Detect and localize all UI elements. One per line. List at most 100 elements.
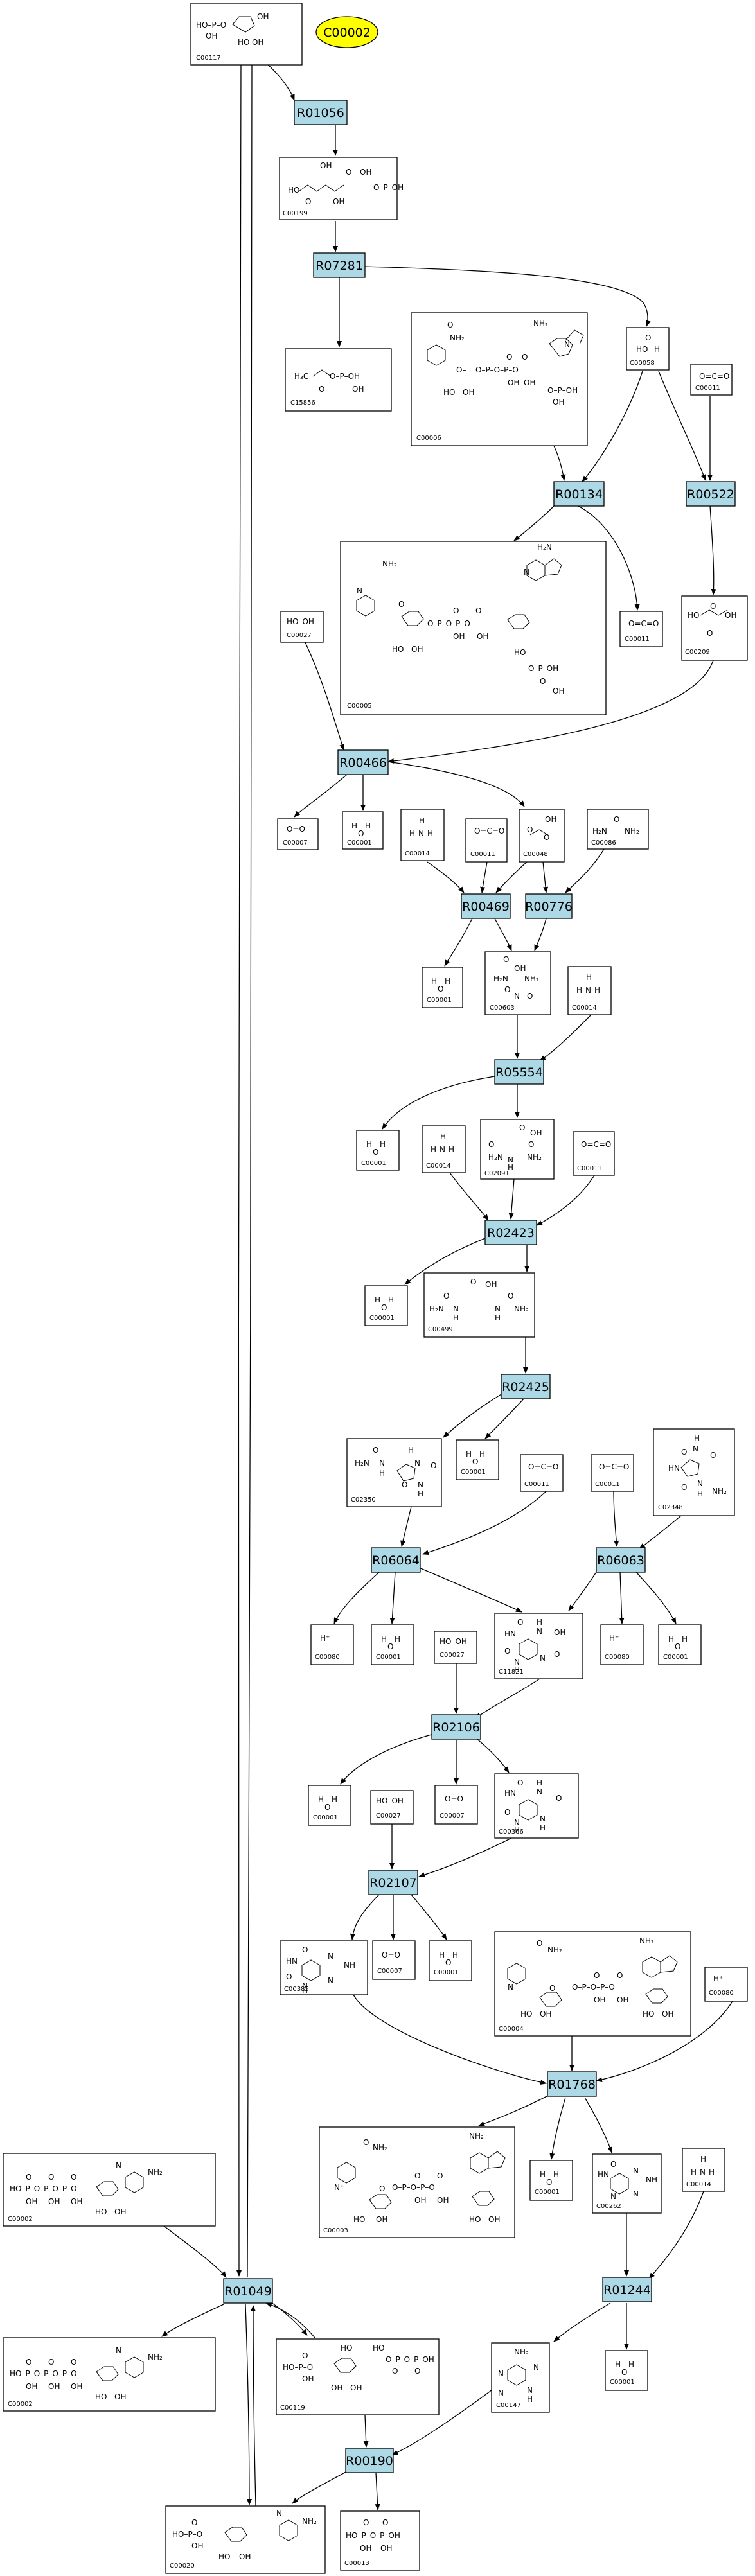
compound-c00027-c[interactable]: HO–OH C00027 <box>370 1790 414 1825</box>
reaction-r01056[interactable]: R01056 <box>294 100 348 125</box>
compound-c00001-c[interactable]: HOH C00001 <box>356 1130 400 1171</box>
svg-text:O: O <box>302 1945 308 1954</box>
compound-c00080-b[interactable]: H⁺ C00080 <box>600 1624 644 1665</box>
svg-text:NH₂: NH₂ <box>514 1304 529 1313</box>
compound-c00603[interactable]: O OH H₂N NH₂ O N O C00603 <box>484 951 551 1015</box>
compound-c00020[interactable]: N NH₂ HO–P–O O OH HO OH C00020 <box>165 2505 326 2574</box>
reaction-r00466[interactable]: R00466 <box>337 749 389 775</box>
svg-text:C00011: C00011 <box>577 1165 602 1172</box>
compound-c00001-h[interactable]: HOH C00001 <box>308 1785 351 1826</box>
svg-text:O: O <box>504 1808 510 1817</box>
compound-c00007-b[interactable]: O=O C00007 <box>434 1785 478 1825</box>
compound-c00001-j[interactable]: HOH C00001 <box>529 2160 573 2201</box>
svg-text:N: N <box>564 340 570 349</box>
svg-text:OH: OH <box>488 2215 500 2224</box>
reaction-r06064[interactable]: R06064 <box>371 1547 421 1573</box>
compound-c00058[interactable]: O HO H C00058 <box>626 327 670 371</box>
compound-c02348[interactable]: H O N O HN O N NH₂ H C02348 <box>653 1428 735 1516</box>
svg-text:O: O <box>554 1650 560 1659</box>
compound-c02091[interactable]: O OH O O H₂N N NH₂ H C02091 <box>480 1119 555 1180</box>
edge <box>427 861 465 893</box>
reaction-r00134[interactable]: R00134 <box>553 481 605 507</box>
svg-text:HO: HO <box>643 2010 654 2019</box>
compound-c00080-c[interactable]: H⁺ C00080 <box>704 1967 748 2002</box>
reaction-r01244[interactable]: R01244 <box>602 2277 652 2302</box>
compound-c00004[interactable]: NH₂ O NH₂ N O O–P–O–P–O O O OH OH HO OH … <box>494 1931 691 2037</box>
reaction-r00190[interactable]: R00190 <box>345 2448 394 2473</box>
reaction-r00776[interactable]: R00776 <box>525 893 573 919</box>
reaction-r06063[interactable]: R06063 <box>596 1547 646 1573</box>
compound-c00013[interactable]: O O HO–P–O–P–OH OH OH C00013 <box>340 2510 420 2571</box>
reaction-r01768[interactable]: R01768 <box>547 2071 597 2097</box>
reaction-r07281[interactable]: R07281 <box>313 252 366 278</box>
compound-c00027-b[interactable]: HO–OH C00027 <box>434 1631 477 1664</box>
compound-c00001-g[interactable]: HOH C00001 <box>658 1624 702 1665</box>
compound-c00001-b[interactable]: HOH C00001 <box>422 967 463 1008</box>
reaction-r02106[interactable]: R02106 <box>431 1714 481 1740</box>
svg-text:O: O <box>363 2138 369 2147</box>
compound-c00011-e[interactable]: O=C=O C00011 <box>591 1454 634 1492</box>
svg-text:C00011: C00011 <box>524 1481 549 1488</box>
compound-c00199[interactable]: HO OH O OH –O–P–OH O OH C00199 <box>279 157 404 220</box>
compound-c00385[interactable]: O HN N NH O N N H C00385 <box>280 1940 368 1995</box>
edge <box>508 1178 515 1220</box>
compound-c00002-top[interactable]: N NH₂ HO–P–O–P–O–P–O O O O OH OH OH HO O… <box>3 2153 216 2227</box>
reaction-r02107[interactable]: R02107 <box>368 1870 418 1895</box>
reaction-r00469[interactable]: R00469 <box>461 893 511 919</box>
svg-text:NH₂: NH₂ <box>524 974 539 983</box>
compound-c00011-mid[interactable]: O=C=O C00011 <box>619 611 663 647</box>
compound-c00001-f[interactable]: HOH C00001 <box>371 1624 414 1665</box>
compound-c00499[interactable]: O OH O O H₂N N N NH₂ H H C00499 <box>423 1272 535 1338</box>
compound-c00011-top[interactable]: O=C=O C00011 <box>690 364 733 396</box>
edge <box>375 2472 380 2510</box>
compound-c00001-k[interactable]: HOH C00001 <box>605 2350 648 2391</box>
svg-text:C00027: C00027 <box>376 1812 401 1819</box>
compound-c00001-d[interactable]: HOH C00001 <box>364 1285 408 1326</box>
compound-c00011-d[interactable]: O=C=O C00011 <box>520 1454 564 1492</box>
reaction-r05554[interactable]: R05554 <box>494 1059 544 1085</box>
compound-c00001-e[interactable]: HOH C00001 <box>456 1439 499 1480</box>
compound-c11821[interactable]: O H HN N OH O N N H O C11821 <box>494 1613 583 1679</box>
compound-c00117[interactable]: HO–P–O OH OH HO OH C00117 <box>190 3 303 66</box>
compound-c00011-c[interactable]: O=C=O C00011 <box>573 1131 615 1176</box>
compound-c00006-top[interactable]: NH₂ O NH₂ O– O–P–O–P–O O O OH OH N HO OH… <box>411 312 588 446</box>
svg-text:R01056: R01056 <box>297 106 344 120</box>
compound-c00001-a[interactable]: HOH C00001 <box>342 811 384 850</box>
compound-c15856[interactable]: H₃C O–P–OH O OH C15856 <box>285 348 392 412</box>
compound-c02350[interactable]: O H H₂N N N O H O N H C02350 <box>346 1438 442 1507</box>
svg-text:OH: OH <box>437 2196 449 2205</box>
compound-c00366[interactable]: O H HN N O O N N H H C00366 <box>494 1773 579 1839</box>
svg-text:R00466: R00466 <box>339 756 387 770</box>
compound-c00005[interactable]: H₂N NH₂ N O O–P–O–P–O O O OH OH N HO OH … <box>340 541 607 715</box>
compound-c00262[interactable]: O HN N NH N N C00262 <box>592 2153 662 2214</box>
edge <box>484 1398 524 1439</box>
highlight-c00002[interactable]: C00002 <box>315 16 378 48</box>
compound-c00003[interactable]: O NH₂ NH₂ N⁺ O O–P–O–P–O O O OH OH HO OH… <box>319 2126 515 2238</box>
compound-c00001-i[interactable]: HOH C00001 <box>429 1940 472 1981</box>
reaction-r01049[interactable]: R01049 <box>223 2278 273 2304</box>
compound-c00048[interactable]: OH O O C00048 <box>519 809 565 863</box>
compound-c00119[interactable]: HO HO O–P–O–P–OH HO–P–O O OH O O OH OH C… <box>276 2338 440 2415</box>
reaction-r02423[interactable]: R02423 <box>484 1220 537 1245</box>
reaction-r00522[interactable]: R00522 <box>686 481 736 507</box>
edge <box>480 861 488 893</box>
compound-c00086[interactable]: O H₂N NH₂ C00086 <box>587 809 649 850</box>
svg-text:H: H <box>508 1163 513 1172</box>
compound-c00007-a[interactable]: O=O C00007 <box>277 818 319 850</box>
compound-c00209[interactable]: HO O OH O C00209 <box>681 595 748 661</box>
compound-c00011-b[interactable]: O=C=O C00011 <box>465 818 508 863</box>
compound-c00027-a[interactable]: HO–OH C00027 <box>280 611 324 643</box>
svg-text:N: N <box>633 2166 639 2175</box>
compound-c00080-a[interactable]: H⁺ C00080 <box>310 1624 354 1665</box>
svg-text:C15856: C15856 <box>290 399 315 407</box>
compound-c00002-bottom[interactable]: N NH₂ HO–P–O–P–O–P–O O O O OH OH OH HO O… <box>3 2337 216 2412</box>
compound-c00147[interactable]: NH₂ N N N N H C00147 <box>491 2342 550 2413</box>
reaction-r02425[interactable]: R02425 <box>501 1374 551 1399</box>
compound-c00007-c[interactable]: O=O C00007 <box>372 1940 416 1980</box>
svg-text:N: N <box>357 586 362 595</box>
svg-text:HO: HO <box>469 2215 481 2224</box>
